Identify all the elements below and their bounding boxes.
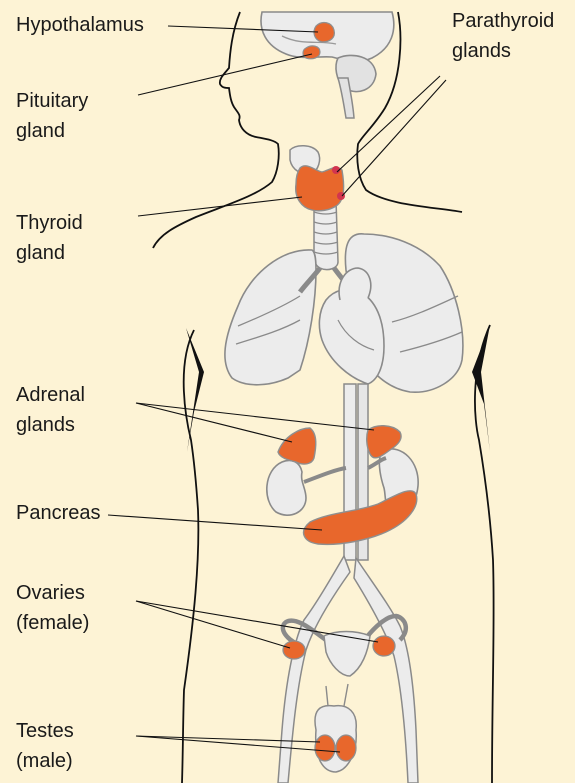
left-adrenal-gland bbox=[278, 428, 316, 464]
thyroid-label-line2: gland bbox=[16, 238, 83, 268]
adrenal-label-line1: Adrenal bbox=[16, 380, 85, 410]
pituitary-label-line2: gland bbox=[16, 116, 88, 146]
pituitary-leader bbox=[138, 54, 312, 95]
hypothalamus-label: Hypothalamus bbox=[16, 10, 144, 40]
ovaries-label-line2: (female) bbox=[16, 608, 89, 638]
right-testis bbox=[336, 735, 356, 761]
adrenal-leader-1 bbox=[136, 403, 292, 442]
testes-label-line1: Testes bbox=[16, 716, 74, 746]
torso-right-outline bbox=[475, 325, 494, 783]
left-kidney bbox=[267, 460, 306, 515]
hypothalamus-label-text: Hypothalamus bbox=[16, 10, 144, 40]
uterus bbox=[324, 632, 370, 677]
parathyroid-leader-2 bbox=[342, 80, 446, 196]
ovary-leader-2 bbox=[136, 601, 378, 642]
right-ovary bbox=[373, 636, 395, 656]
spermatic-cords bbox=[326, 684, 348, 706]
pancreas-label-text: Pancreas bbox=[16, 498, 101, 528]
thyroid-leader bbox=[138, 197, 302, 216]
ovaries-label-line1: Ovaries bbox=[16, 578, 89, 608]
left-testis bbox=[315, 735, 335, 761]
adrenal-label: Adrenal glands bbox=[16, 380, 85, 440]
right-iliac-vessels bbox=[354, 558, 418, 783]
thyroid-label-line1: Thyroid bbox=[16, 208, 83, 238]
ovaries-label: Ovaries (female) bbox=[16, 578, 89, 638]
parathyroid-label-line1: Parathyroid bbox=[452, 6, 554, 36]
left-lung bbox=[225, 250, 316, 385]
testes-label: Testes (male) bbox=[16, 716, 74, 776]
adrenal-leader-2 bbox=[136, 403, 374, 430]
testes-leader-2 bbox=[136, 736, 340, 752]
parathyroid-label: Parathyroid glands bbox=[452, 6, 554, 66]
pancreas-label: Pancreas bbox=[16, 498, 101, 528]
thyroid-label: Thyroid gland bbox=[16, 208, 83, 268]
aortic-arch bbox=[339, 268, 371, 300]
pituitary-gland bbox=[303, 46, 320, 59]
pancreas-leader bbox=[108, 515, 322, 530]
left-ovary bbox=[283, 641, 305, 659]
ovary-leader-1 bbox=[136, 601, 290, 648]
adrenal-label-line2: glands bbox=[16, 410, 85, 440]
testes-label-line2: (male) bbox=[16, 746, 74, 776]
pituitary-label-line1: Pituitary bbox=[16, 86, 88, 116]
parathyroid-label-line2: glands bbox=[452, 36, 554, 66]
pituitary-label: Pituitary gland bbox=[16, 86, 88, 146]
